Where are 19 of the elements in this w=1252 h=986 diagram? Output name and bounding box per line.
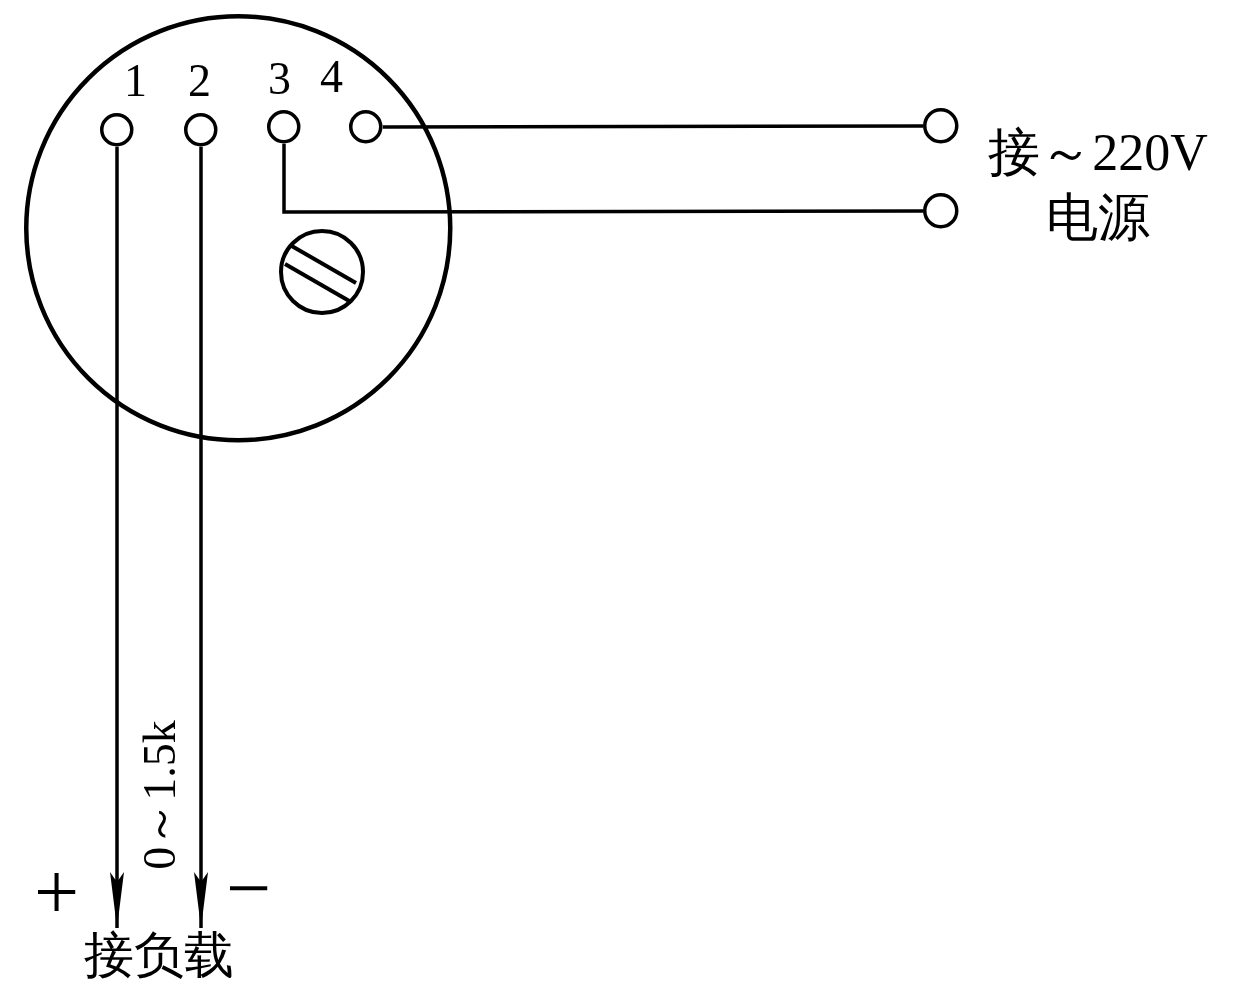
terminal-circle <box>100 113 134 147</box>
terminal-circle <box>923 193 959 229</box>
terminal-number: 2 <box>188 58 211 104</box>
power-note: 接～220V电源 <box>987 123 1209 248</box>
terminal-circle <box>184 113 218 147</box>
sensor-body-circle <box>23 13 453 443</box>
arrow <box>110 146 124 928</box>
load-note: 接负载 <box>84 930 234 980</box>
polarity-sign: − <box>226 848 272 928</box>
terminal-circle <box>923 108 959 144</box>
terminal-number: 1 <box>124 58 147 104</box>
wire <box>282 143 924 214</box>
terminal-circle <box>267 110 301 144</box>
terminal-number: 4 <box>320 54 343 100</box>
polarity-sign: + <box>34 852 80 932</box>
terminal-circle <box>349 110 383 144</box>
arrow <box>194 146 208 928</box>
wire <box>382 124 924 129</box>
terminal-number: 3 <box>268 56 291 102</box>
